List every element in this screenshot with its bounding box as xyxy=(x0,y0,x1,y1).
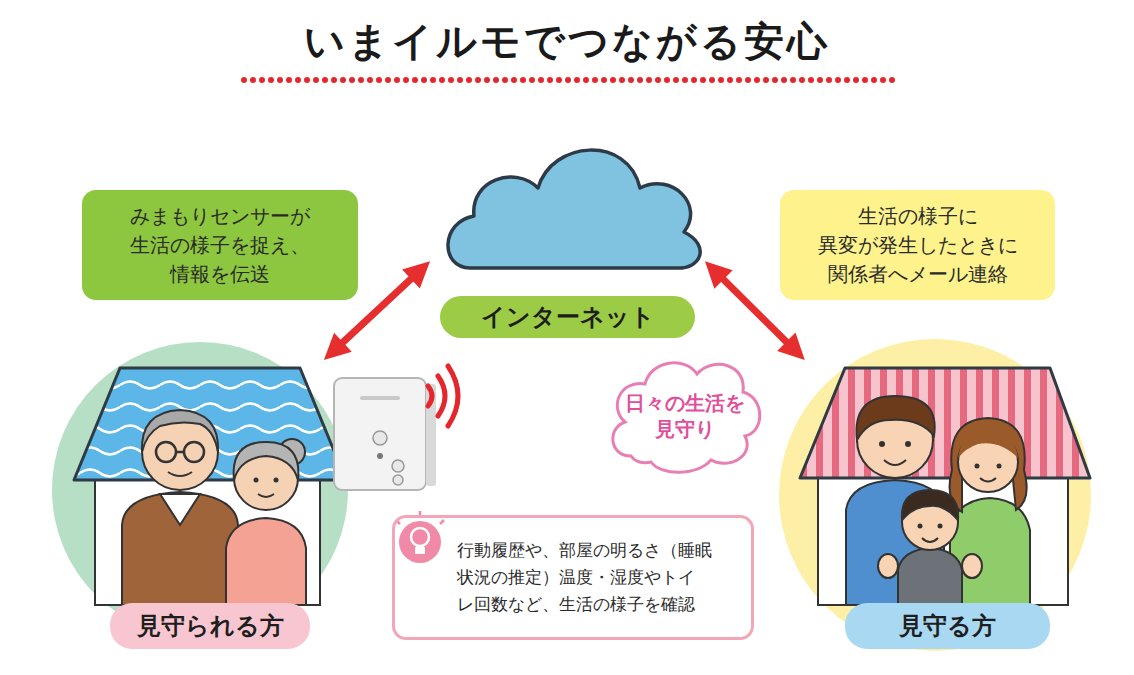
cloud xyxy=(448,150,700,268)
sensor-device xyxy=(334,378,436,490)
arrow-head xyxy=(705,261,733,289)
lightbulb-icon xyxy=(396,511,444,563)
title-underline xyxy=(244,77,893,83)
info-box: みまもりセンサーが 生活の様子を捉え、 情報を伝送 xyxy=(82,190,358,300)
node-text: インターネット xyxy=(481,300,655,335)
speech-cloud: 日々の生活を 見守り xyxy=(605,352,765,480)
right-house xyxy=(779,339,1091,651)
label-pill: 見守る方 xyxy=(845,603,1050,649)
watched-person-node: 見守られる方 xyxy=(60,360,350,655)
internet-node: インターネット xyxy=(430,115,705,340)
note-box: 行動履歴や、部屋の明るさ（睡眠 状況の推定）温度・湿度やトイ レ回数など、生活の… xyxy=(392,515,754,640)
info-box: 生活の様子に 異変が発生したときに 関係者へメール連絡 xyxy=(780,190,1055,300)
cloud-shape xyxy=(613,363,760,472)
node-text: 見守る方 xyxy=(899,609,996,644)
node-text: 行動履歴や、部屋の明るさ（睡眠 状況の推定）温度・湿度やトイ レ回数など、生活の… xyxy=(457,537,732,619)
node-text: 生活の様子に 異変が発生したときに 関係者へメール連絡 xyxy=(803,202,1033,289)
cloud-outline xyxy=(605,352,765,480)
arrow-head xyxy=(402,261,430,288)
node-text: みまもりセンサーが 生活の様子を捉え、 情報を伝送 xyxy=(105,202,335,289)
label-pill: インターネット xyxy=(440,296,695,338)
wireless-signal xyxy=(428,366,458,426)
node-text: 見守られる方 xyxy=(137,609,284,644)
label-pill: 見守られる方 xyxy=(110,603,310,649)
arrow-head xyxy=(324,333,352,360)
arrow-head xyxy=(777,332,805,360)
title: いまイルモでつながる安心 xyxy=(0,14,1134,69)
left-house xyxy=(52,342,348,638)
watcher-node: 見守る方 xyxy=(780,360,1090,655)
node-text: 日々の生活を 見守り xyxy=(623,390,747,442)
